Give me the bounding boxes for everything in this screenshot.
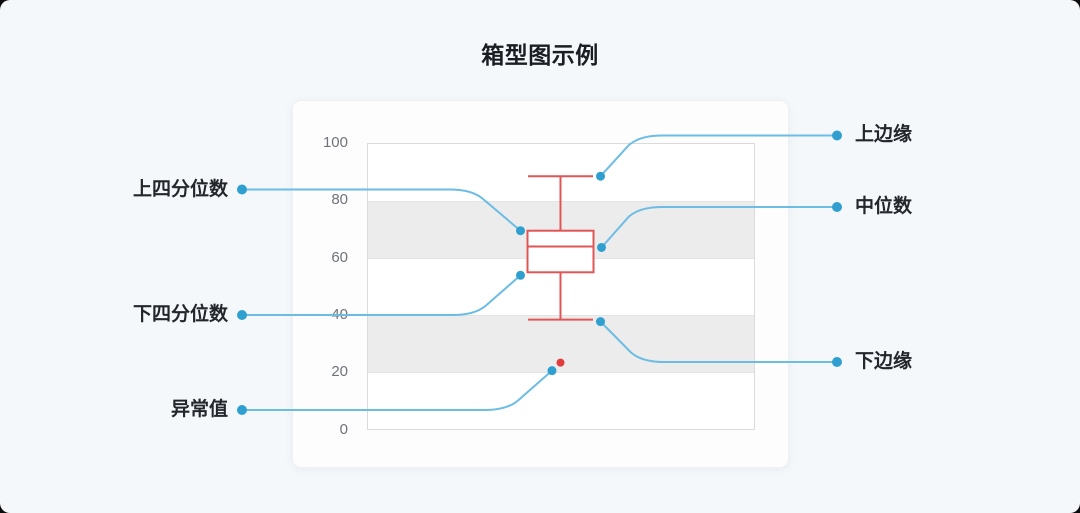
y-tick-label-100: 100 (322, 134, 348, 151)
callout-dot (832, 357, 842, 367)
annotation-outlier: 异常值 (170, 399, 228, 420)
annotation-median: 中位数 (855, 196, 913, 217)
y-tick-label-0: 0 (339, 421, 348, 438)
split-band-60-80 (368, 201, 754, 258)
chart-card: 100 80 60 40 20 0 (292, 100, 789, 468)
gridline-40 (368, 315, 754, 316)
y-tick-label-40: 40 (331, 306, 348, 323)
y-tick-label-80: 80 (331, 191, 348, 208)
annotation-upper-quartile: 上四分位数 (132, 179, 228, 200)
gridline-60 (368, 258, 754, 259)
split-band-20-40 (368, 315, 754, 372)
y-tick-label-60: 60 (331, 249, 348, 266)
annotation-upper-edge: 上边缘 (855, 124, 913, 145)
callout-dot (832, 130, 842, 141)
page-title: 箱型图示例 (481, 42, 599, 68)
gridline-80 (368, 201, 754, 202)
callout-dot (237, 184, 247, 195)
y-tick-label-20: 20 (331, 363, 348, 380)
callout-dot (832, 202, 842, 212)
plot-area (367, 143, 755, 430)
callout-dot (237, 405, 247, 415)
gridline-20 (368, 372, 754, 373)
annotation-lower-quartile: 下四分位数 (132, 304, 228, 325)
annotation-lower-edge: 下边缘 (855, 351, 913, 372)
callout-dot (237, 310, 247, 320)
